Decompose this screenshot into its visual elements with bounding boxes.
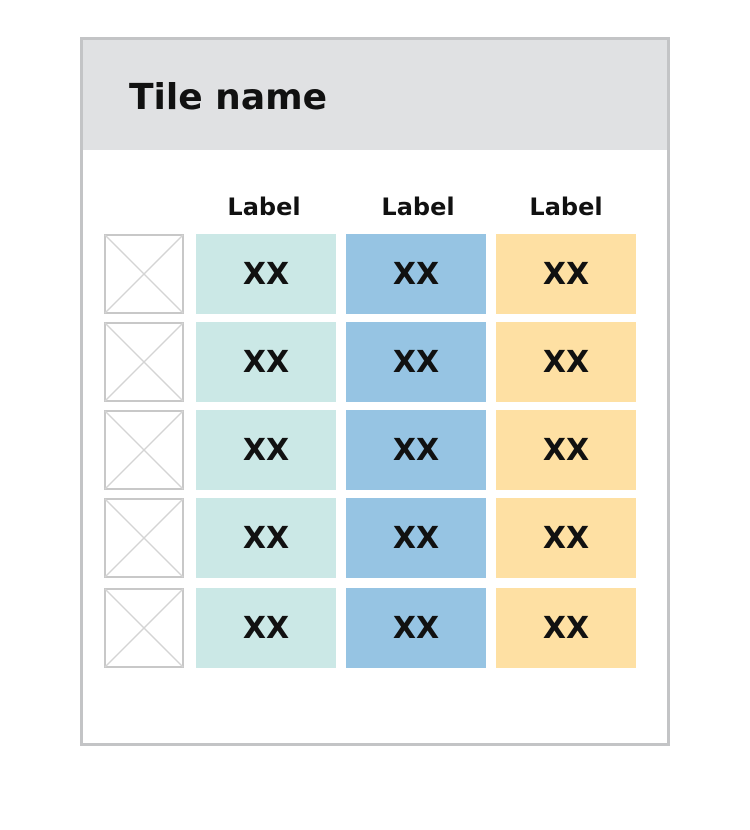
tile-title: Tile name bbox=[129, 77, 328, 118]
table-cell: XX bbox=[496, 322, 636, 402]
table-row: XX XX XX bbox=[83, 234, 667, 314]
table-cell: XX bbox=[346, 588, 486, 668]
table-cell: XX bbox=[196, 498, 336, 578]
column-label-3: Label bbox=[529, 193, 603, 221]
table-cell: XX bbox=[346, 410, 486, 490]
table-cell: XX bbox=[496, 588, 636, 668]
table-cell: XX bbox=[496, 498, 636, 578]
table-row: XX XX XX bbox=[83, 410, 667, 490]
column-label-2: Label bbox=[381, 193, 455, 221]
image-placeholder-icon bbox=[104, 410, 184, 490]
table-cell: XX bbox=[196, 410, 336, 490]
table-cell: XX bbox=[496, 410, 636, 490]
image-placeholder-icon bbox=[104, 588, 184, 668]
table-cell: XX bbox=[196, 234, 336, 314]
tile: Tile name Label Label Label XX XX XX XX … bbox=[80, 37, 670, 746]
table-row: XX XX XX bbox=[83, 588, 667, 668]
table-row: XX XX XX bbox=[83, 498, 667, 578]
image-placeholder-icon bbox=[104, 234, 184, 314]
table-cell: XX bbox=[496, 234, 636, 314]
image-placeholder-icon bbox=[104, 498, 184, 578]
table-cell: XX bbox=[346, 322, 486, 402]
table-cell: XX bbox=[346, 498, 486, 578]
image-placeholder-icon bbox=[104, 322, 184, 402]
table-cell: XX bbox=[196, 588, 336, 668]
table-cell: XX bbox=[346, 234, 486, 314]
table-row: XX XX XX bbox=[83, 322, 667, 402]
tile-header: Tile name bbox=[83, 40, 667, 150]
table-cell: XX bbox=[196, 322, 336, 402]
column-label-1: Label bbox=[227, 193, 301, 221]
